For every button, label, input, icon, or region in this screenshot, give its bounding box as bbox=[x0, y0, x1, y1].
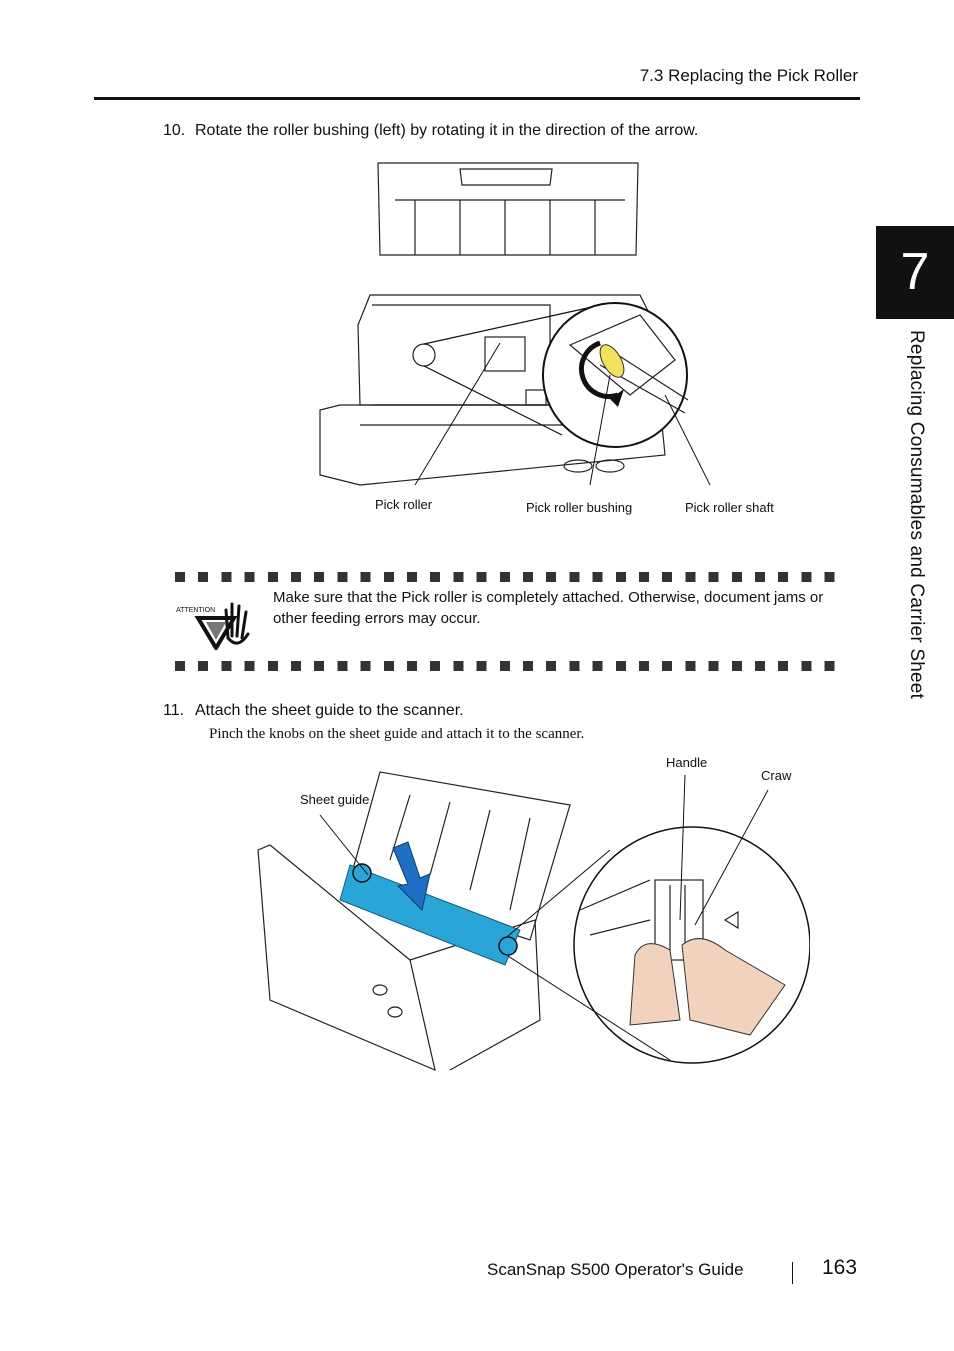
section-title: 7.3 Replacing the Pick Roller bbox=[639, 66, 858, 85]
chapter-tab: 7 bbox=[876, 226, 954, 319]
attention-icon-label: ATTENTION bbox=[176, 607, 215, 614]
callout-pick-roller-shaft: Pick roller shaft bbox=[685, 500, 774, 515]
step-11-description: Pinch the knobs on the sheet guide and a… bbox=[209, 726, 585, 742]
step-11: 11. Attach the sheet guide to the scanner… bbox=[163, 702, 464, 720]
footer-separator bbox=[792, 1262, 793, 1284]
attention-divider-bottom bbox=[175, 661, 847, 671]
step-10: 10. Rotate the roller bushing (left) by r… bbox=[163, 122, 698, 140]
step-number: 10. bbox=[163, 122, 186, 139]
sheet-guide-figure bbox=[257, 771, 810, 1072]
pick-roller-figure bbox=[319, 162, 711, 486]
step-text: Rotate the roller bushing (left) by rota… bbox=[195, 122, 699, 139]
callout-pick-roller-bushing: Pick roller bushing bbox=[526, 500, 633, 515]
footer-guide-title: ScanSnap S500 Operator's Guide bbox=[487, 1260, 744, 1279]
callout-craw: Craw bbox=[761, 768, 792, 783]
chapter-side-label: Replacing Consumables and Carrier Sheet bbox=[906, 330, 927, 699]
attention-icon: ATTENTION bbox=[176, 602, 250, 650]
callout-sheet-guide: Sheet guide bbox=[300, 792, 370, 807]
attention-text: Make sure that the Pick roller is comple… bbox=[273, 589, 824, 627]
callout-handle: Handle bbox=[666, 755, 708, 770]
callout-pick-roller: Pick roller bbox=[375, 497, 433, 512]
step-text: Attach the sheet guide to the scanner. bbox=[195, 702, 464, 719]
step-number: 11. bbox=[163, 702, 185, 719]
attention-divider-top bbox=[175, 572, 847, 582]
header-rule bbox=[94, 97, 860, 100]
page-number: 163 bbox=[822, 1256, 858, 1279]
